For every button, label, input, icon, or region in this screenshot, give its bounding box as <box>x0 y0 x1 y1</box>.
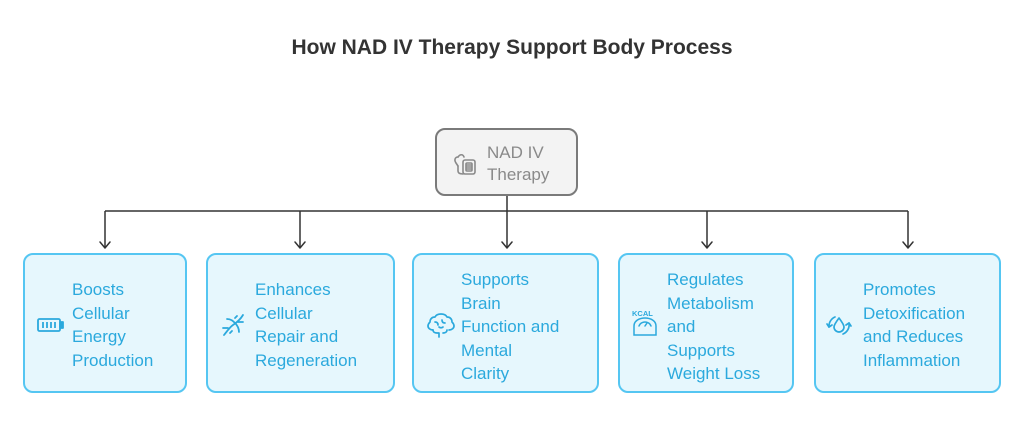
battery-icon <box>37 318 64 332</box>
diagram-title: How NAD IV Therapy Support Body Process <box>291 36 733 59</box>
child-card-metabolism: KCAL Regulates Metabolism and Supports W… <box>618 253 794 393</box>
kcal-text: KCAL <box>632 309 653 318</box>
child-label-brain: Supports Brain Function and Mental Clari… <box>461 270 560 383</box>
child-card-detox: Promotes Detoxification and Reduces Infl… <box>814 253 1001 393</box>
root-label: NAD IV Therapy <box>487 143 550 184</box>
child-label-metabolism: Regulates Metabolism and Supports Weight… <box>667 270 761 383</box>
arrowhead-4 <box>701 241 713 249</box>
child-card-repair: Enhances Cellular Repair and Regeneratio… <box>206 253 395 393</box>
child-label-energy: Boosts Cellular Energy Production <box>72 280 154 370</box>
root-node: NAD IV Therapy <box>435 128 578 196</box>
brain-icon <box>427 313 455 338</box>
detox-drop-icon <box>826 316 852 335</box>
dna-icon <box>222 314 244 336</box>
kcal-scale-icon: KCAL <box>632 309 657 336</box>
iv-bag-icon <box>454 153 476 175</box>
arrowhead-2 <box>294 241 306 249</box>
child-label-detox: Promotes Detoxification and Reduces Infl… <box>863 280 966 370</box>
arrowhead-3 <box>501 241 513 249</box>
arrowhead-5 <box>902 241 914 249</box>
child-card-energy: Boosts Cellular Energy Production <box>23 253 187 393</box>
child-card-brain: Supports Brain Function and Mental Clari… <box>412 253 599 393</box>
child-label-repair: Enhances Cellular Repair and Regeneratio… <box>255 280 358 370</box>
arrowhead-1 <box>99 241 111 249</box>
